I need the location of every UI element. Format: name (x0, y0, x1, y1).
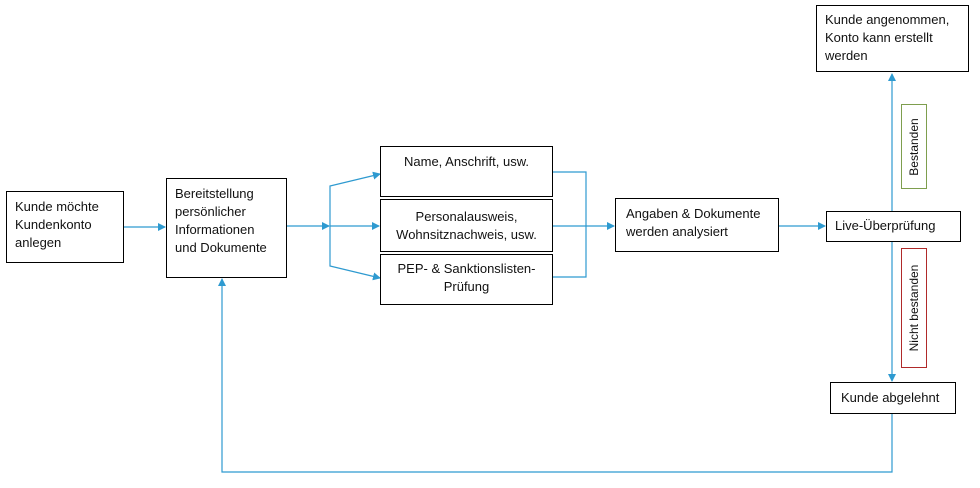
line-pep-check-to-analysis (553, 226, 587, 278)
edge-label-failed: Nicht bestanden (901, 248, 927, 368)
node-analysis: Angaben & Dokumente werden analysiert (615, 198, 779, 252)
node-accepted: Kunde angenommen, Konto kann erstellt we… (816, 5, 969, 72)
node-start: Kunde möchte Kundenkonto anlegen (6, 191, 124, 263)
node-rejected: Kunde abgelehnt (830, 382, 956, 414)
line-name-address-to-analysis (553, 171, 587, 226)
edge-label-failed-text: Nicht bestanden (907, 264, 921, 352)
node-name-address-label: Name, Anschrift, usw. (404, 154, 529, 169)
arrow-split-to-pep-check (329, 226, 381, 281)
node-pep-check: PEP- & Sanktionslisten-Prüfung (380, 254, 553, 305)
node-id-documents-label: Personalausweis, Wohnsitznachweis, usw. (396, 209, 537, 242)
node-live-check: Live-Überprüfung (826, 211, 961, 242)
node-accepted-label: Kunde angenommen, Konto kann erstellt we… (825, 12, 950, 63)
arrow-rejected-back-to-provide-info (218, 278, 893, 473)
node-provide-info-label: Bereitstellung persönlicher Informatione… (175, 186, 267, 255)
arrow-split-to-name-address (329, 171, 381, 226)
edge-label-passed-text: Bestanden (907, 117, 921, 176)
edge-label-passed: Bestanden (901, 104, 927, 189)
node-provide-info: Bereitstellung persönlicher Informatione… (166, 178, 287, 278)
node-pep-check-label: PEP- & Sanktionslisten-Prüfung (397, 261, 536, 294)
node-start-label: Kunde möchte Kundenkonto anlegen (15, 199, 99, 250)
node-rejected-label: Kunde abgelehnt (841, 390, 940, 405)
node-id-documents: Personalausweis, Wohnsitznachweis, usw. (380, 199, 553, 252)
node-live-check-label: Live-Überprüfung (835, 218, 936, 233)
node-name-address: Name, Anschrift, usw. (380, 146, 553, 197)
node-analysis-label: Angaben & Dokumente werden analysiert (626, 206, 761, 239)
